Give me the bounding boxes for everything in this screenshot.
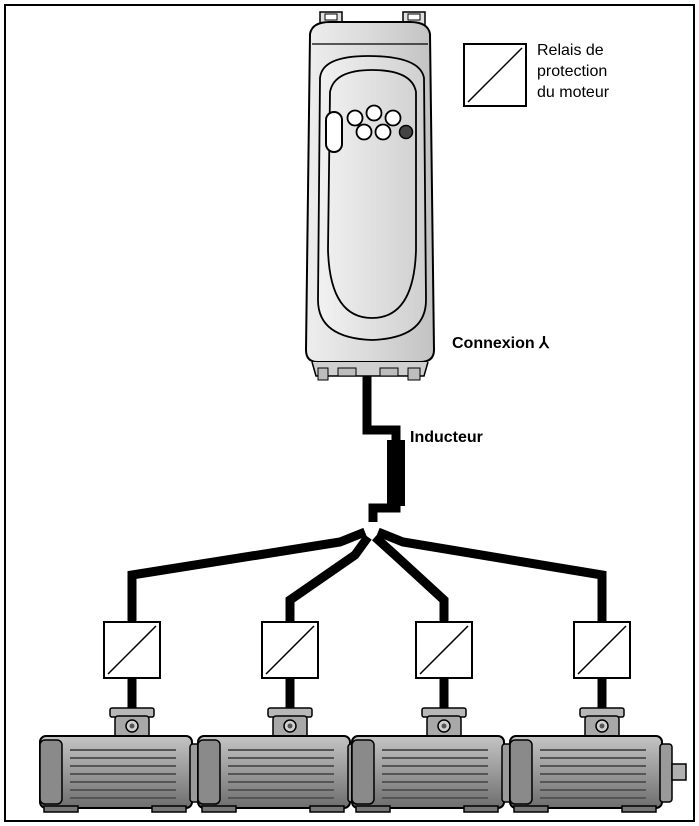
motor-protection-relay-icon xyxy=(415,621,473,679)
inductor-label: Inducteur xyxy=(410,429,483,446)
motor-protection-relay-icon xyxy=(103,621,161,679)
motor-icon xyxy=(509,707,687,813)
diagram-frame xyxy=(4,4,695,822)
keypad-button xyxy=(355,123,373,141)
relay-legend-line: du moteur xyxy=(537,84,610,101)
relay-legend-label: Relais de protection du moteur xyxy=(537,40,657,103)
inductor-symbol xyxy=(387,440,405,506)
motor-protection-relay-icon xyxy=(261,621,319,679)
drive-unit xyxy=(304,11,436,381)
keypad-button xyxy=(365,104,383,122)
motor-branch-cables xyxy=(127,527,607,712)
motor-icon xyxy=(197,707,375,813)
drive-display-slot xyxy=(325,111,343,153)
keypad-button xyxy=(346,109,364,127)
connection-label: Connexion ⅄ xyxy=(452,335,549,352)
motor-protection-relay-icon xyxy=(573,621,631,679)
motor-protection-relay-legend-icon xyxy=(463,43,527,107)
relay-legend-line: Relais de xyxy=(537,42,604,59)
keypad-button xyxy=(374,123,392,141)
keypad-button xyxy=(398,124,414,140)
motor-icon xyxy=(39,707,217,813)
keypad-button xyxy=(384,109,402,127)
motor-icon xyxy=(351,707,529,813)
relay-legend-line: protection xyxy=(537,63,608,80)
